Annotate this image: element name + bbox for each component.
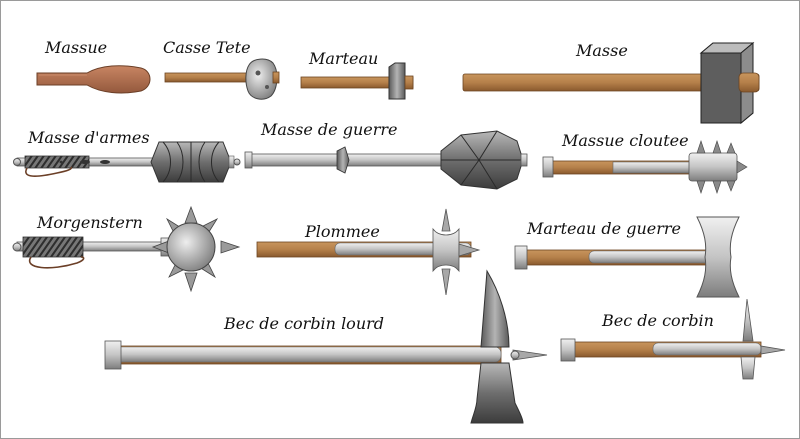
masse-illustration [462,41,760,125]
marteau-de-guerre-illustration [514,216,740,298]
label-bec-de-corbin: Bec de corbin [602,311,714,330]
bec-de-corbin-lourd-illustration [104,269,548,424]
label-masse: Masse [576,41,628,60]
casse-tete-illustration [164,58,280,100]
marteau-illustration [300,62,414,100]
label-marteau-de-guerre: Marteau de guerre [527,219,681,238]
label-massue: Massue [45,38,108,57]
massue-illustration [36,65,151,94]
label-marteau: Marteau [309,49,379,68]
label-casse-tete: Casse Tete [163,38,251,57]
label-masse-de-guerre: Masse de guerre [261,120,398,139]
plommee-illustration [256,208,481,296]
label-morgenstern: Morgenstern [37,213,143,232]
masse-de-guerre-illustration [244,130,528,190]
label-masse-d-armes: Masse d'armes [28,128,150,147]
morgenstern-illustration [12,205,241,293]
label-plommee: Plommee [305,222,380,241]
bec-de-corbin-illustration [560,298,786,380]
label-bec-de-corbin-lourd: Bec de corbin lourd [224,314,385,333]
massue-cloutee-illustration [542,140,748,194]
masse-d-armes-illustration [13,141,241,183]
label-massue-cloutee: Massue cloutee [562,131,689,150]
